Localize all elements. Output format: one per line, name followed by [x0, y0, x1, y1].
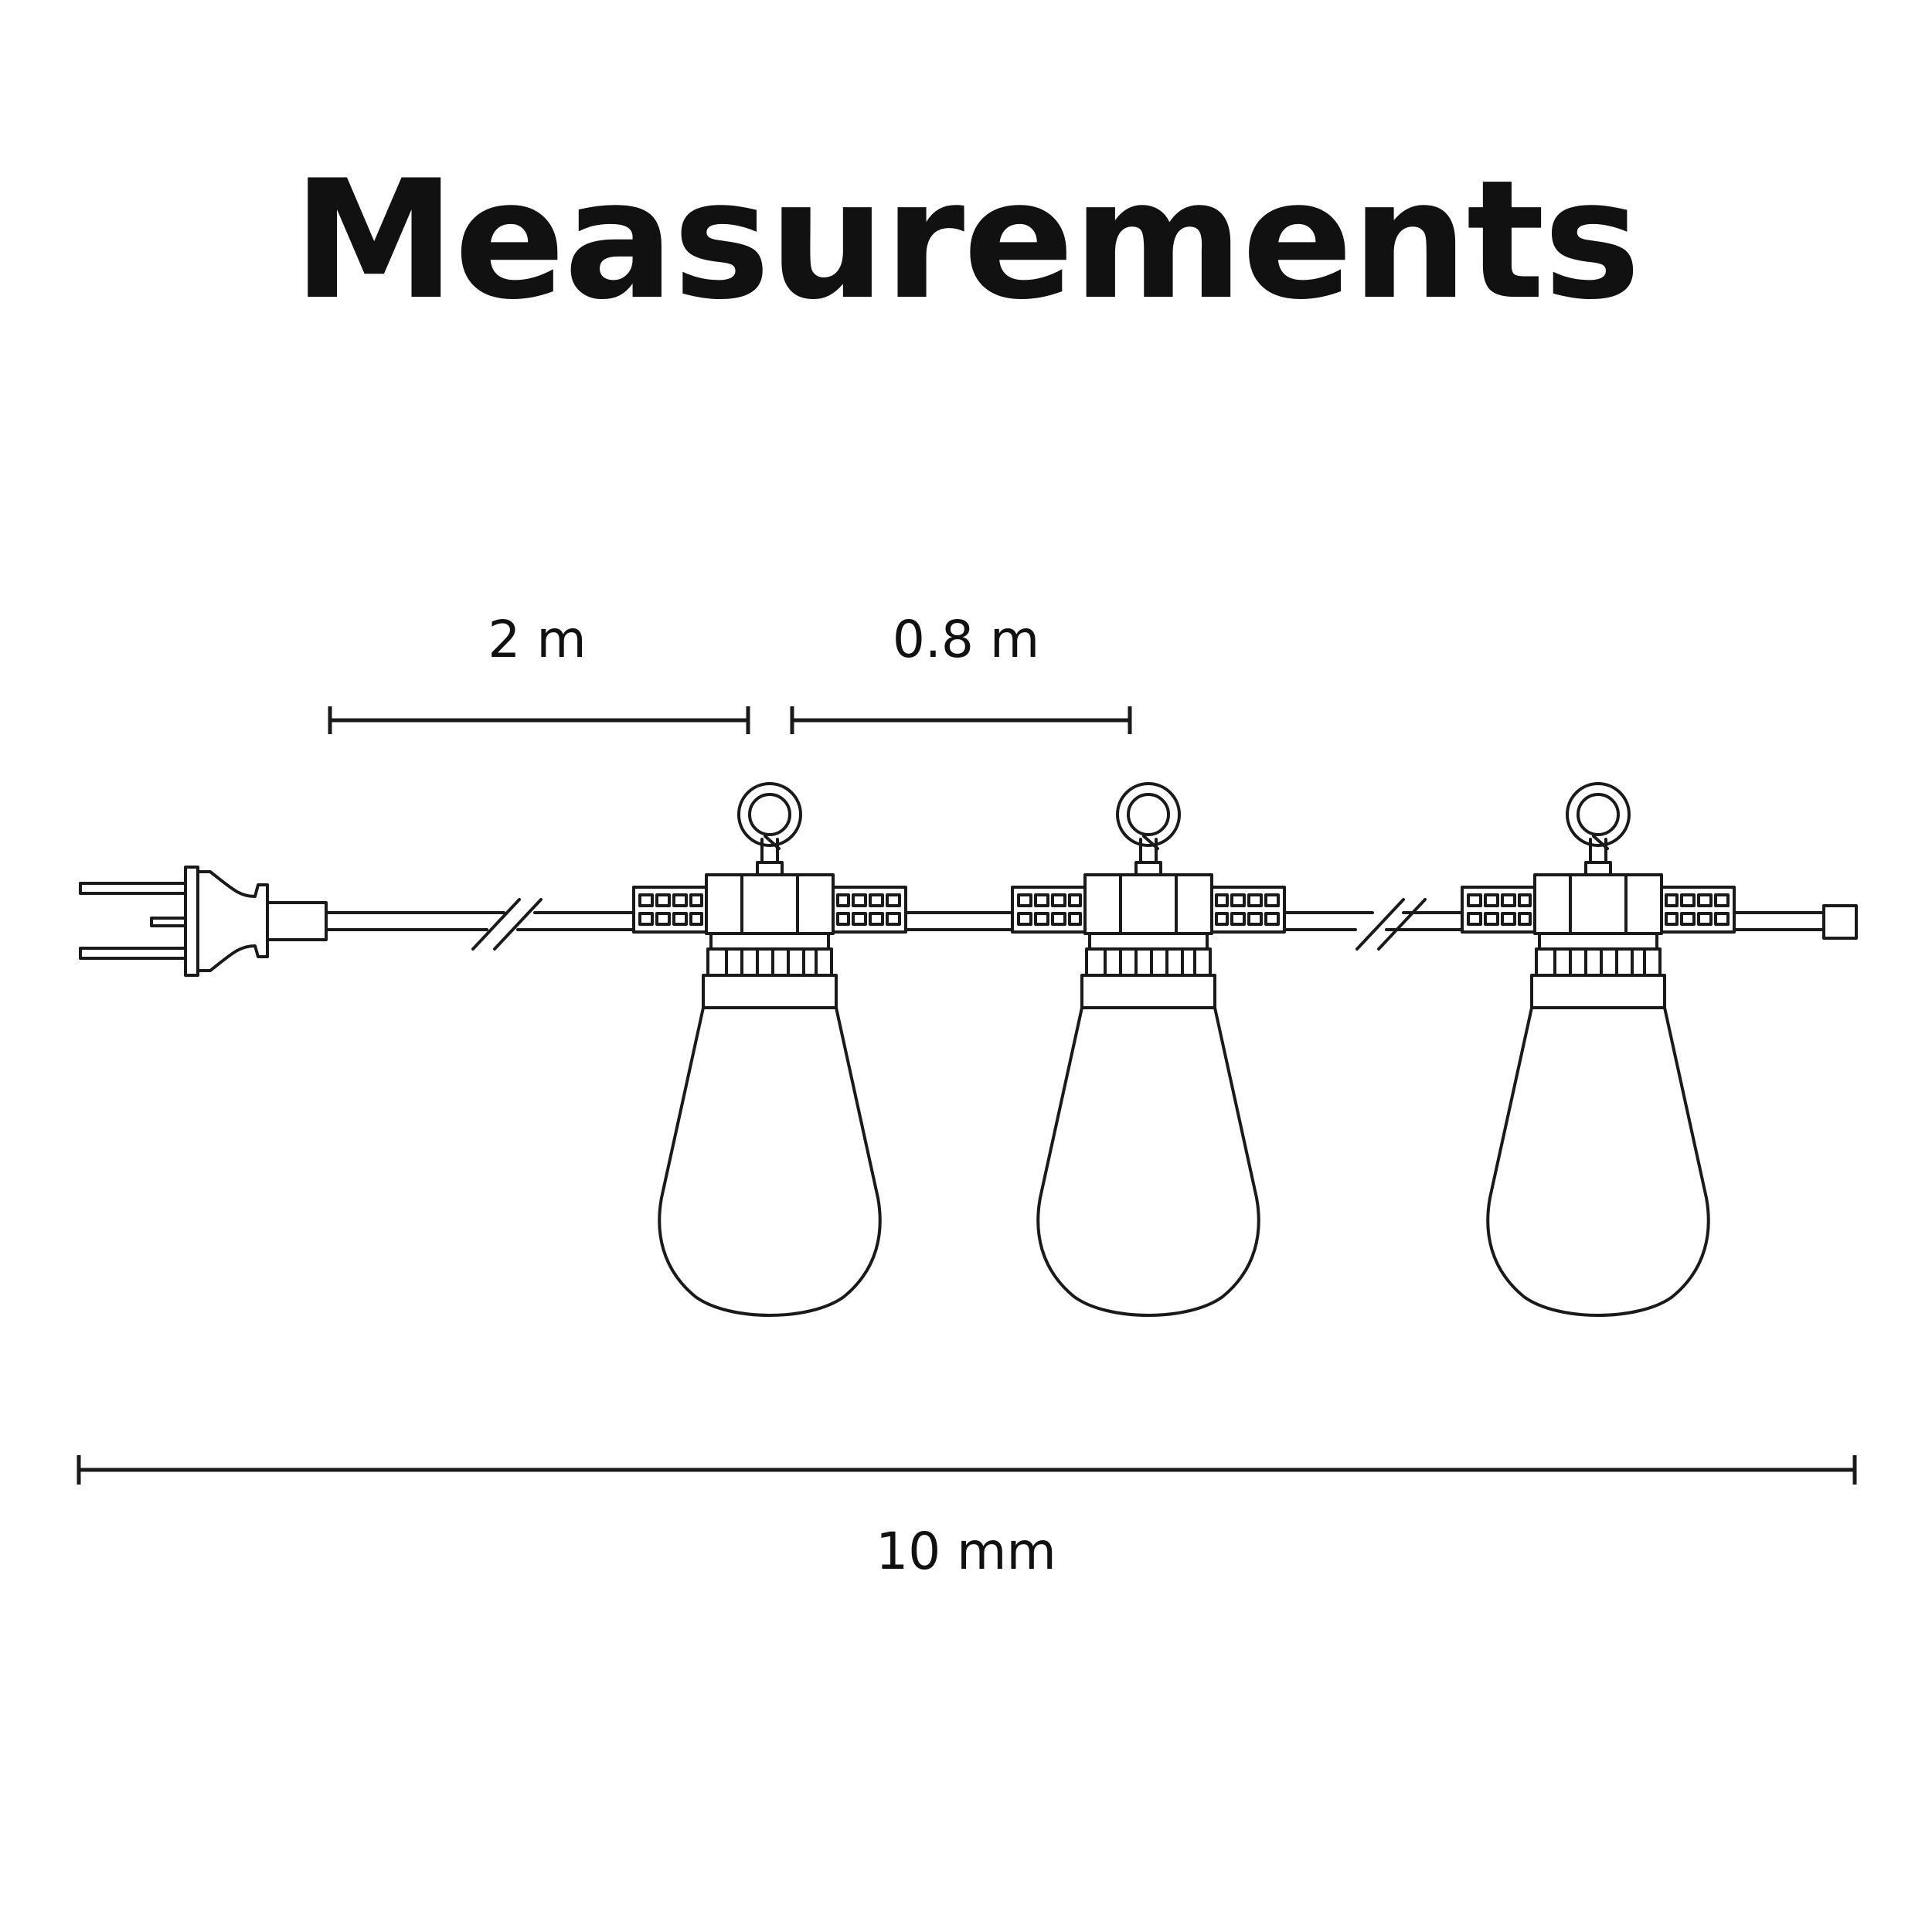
bulb-icon [632, 782, 907, 1317]
page-title: Measurements [292, 145, 1641, 335]
dimension-label-total-length: 10 mm [876, 1522, 1056, 1581]
cable-break-icon [471, 898, 543, 951]
dimension-label-plug-to-first-bulb: 2 m [488, 610, 587, 669]
dimension-label-bulb-spacing: 0.8 m [892, 610, 1040, 669]
dimension-line-bulb-spacing [790, 706, 1132, 734]
end-cap-icon [1822, 904, 1858, 940]
plug-icon [79, 866, 328, 977]
dimension-line-total-length [77, 1455, 1857, 1485]
bulb-icon [1011, 782, 1286, 1317]
cable [326, 911, 1825, 931]
dimension-line-plug-to-first-bulb [328, 706, 750, 734]
bulb-icon [1461, 782, 1736, 1317]
cable-break-icon [1355, 898, 1427, 951]
